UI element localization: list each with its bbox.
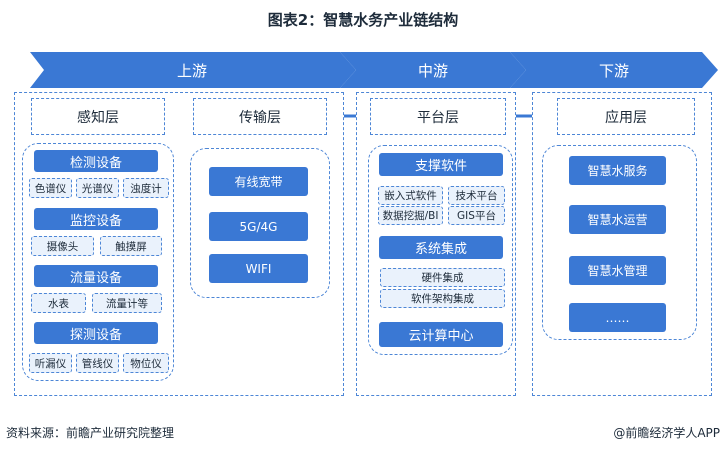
device-item: 浊度计 xyxy=(123,178,169,198)
transmission-item: 有线宽带 xyxy=(209,167,308,196)
application-item: 智慧水运营 xyxy=(569,205,666,234)
device-item: 触摸屏 xyxy=(100,236,162,256)
transmission-item: WIFI xyxy=(209,254,308,283)
brand-credit: @前瞻经济学人APP xyxy=(613,426,720,440)
software-item: 数据挖掘/BI xyxy=(378,206,443,225)
transmission-item: 5G/4G xyxy=(209,212,308,241)
device-item: 光谱仪 xyxy=(76,178,119,198)
chevron-midstream-shape xyxy=(340,52,526,88)
group-monitoring-label: 监控设备 xyxy=(34,208,158,230)
cloud-computing-center: 云计算中心 xyxy=(379,322,503,347)
software-item: GIS平台 xyxy=(448,206,505,225)
sensing-layer-box: 感知层 xyxy=(31,98,165,135)
device-item: 管线仪 xyxy=(76,353,119,373)
transmission-layer-box: 传输层 xyxy=(193,98,327,135)
device-item: 色谱仪 xyxy=(29,178,72,198)
system-integration-label: 系统集成 xyxy=(379,236,503,259)
device-item: 水表 xyxy=(31,293,86,313)
stage-downstream-label: 下游 xyxy=(598,61,629,80)
integration-item: 硬件集成 xyxy=(380,268,505,287)
application-item: 智慧水管理 xyxy=(569,256,666,285)
group-detection-label: 检测设备 xyxy=(34,150,158,172)
integration-item: 软件架构集成 xyxy=(380,289,505,308)
application-item: …… xyxy=(569,303,666,332)
software-item: 嵌入式软件 xyxy=(378,186,443,205)
platform-layer-box: 平台层 xyxy=(370,98,506,135)
device-item: 物位仪 xyxy=(123,353,169,373)
group-flow-label: 流量设备 xyxy=(34,265,158,287)
stage-midstream-label: 中游 xyxy=(417,61,448,80)
source-note: 资料来源：前瞻产业研究院整理 xyxy=(6,426,175,440)
device-item: 摄像头 xyxy=(31,236,94,256)
stage-upstream-label: 上游 xyxy=(176,61,207,80)
application-item: 智慧水服务 xyxy=(569,156,666,185)
group-probing-label: 探测设备 xyxy=(34,322,158,344)
application-layer-box: 应用层 xyxy=(557,98,695,135)
support-software-label: 支撑软件 xyxy=(379,153,503,176)
figure-title: 图表2：智慧水务产业链结构 xyxy=(267,11,459,29)
chevron-upstream-shape xyxy=(30,52,356,88)
chevron-downstream-shape xyxy=(510,52,718,88)
device-item: 流量计等 xyxy=(92,293,162,313)
device-item: 听漏仪 xyxy=(29,353,72,373)
software-item: 技术平台 xyxy=(448,186,505,205)
